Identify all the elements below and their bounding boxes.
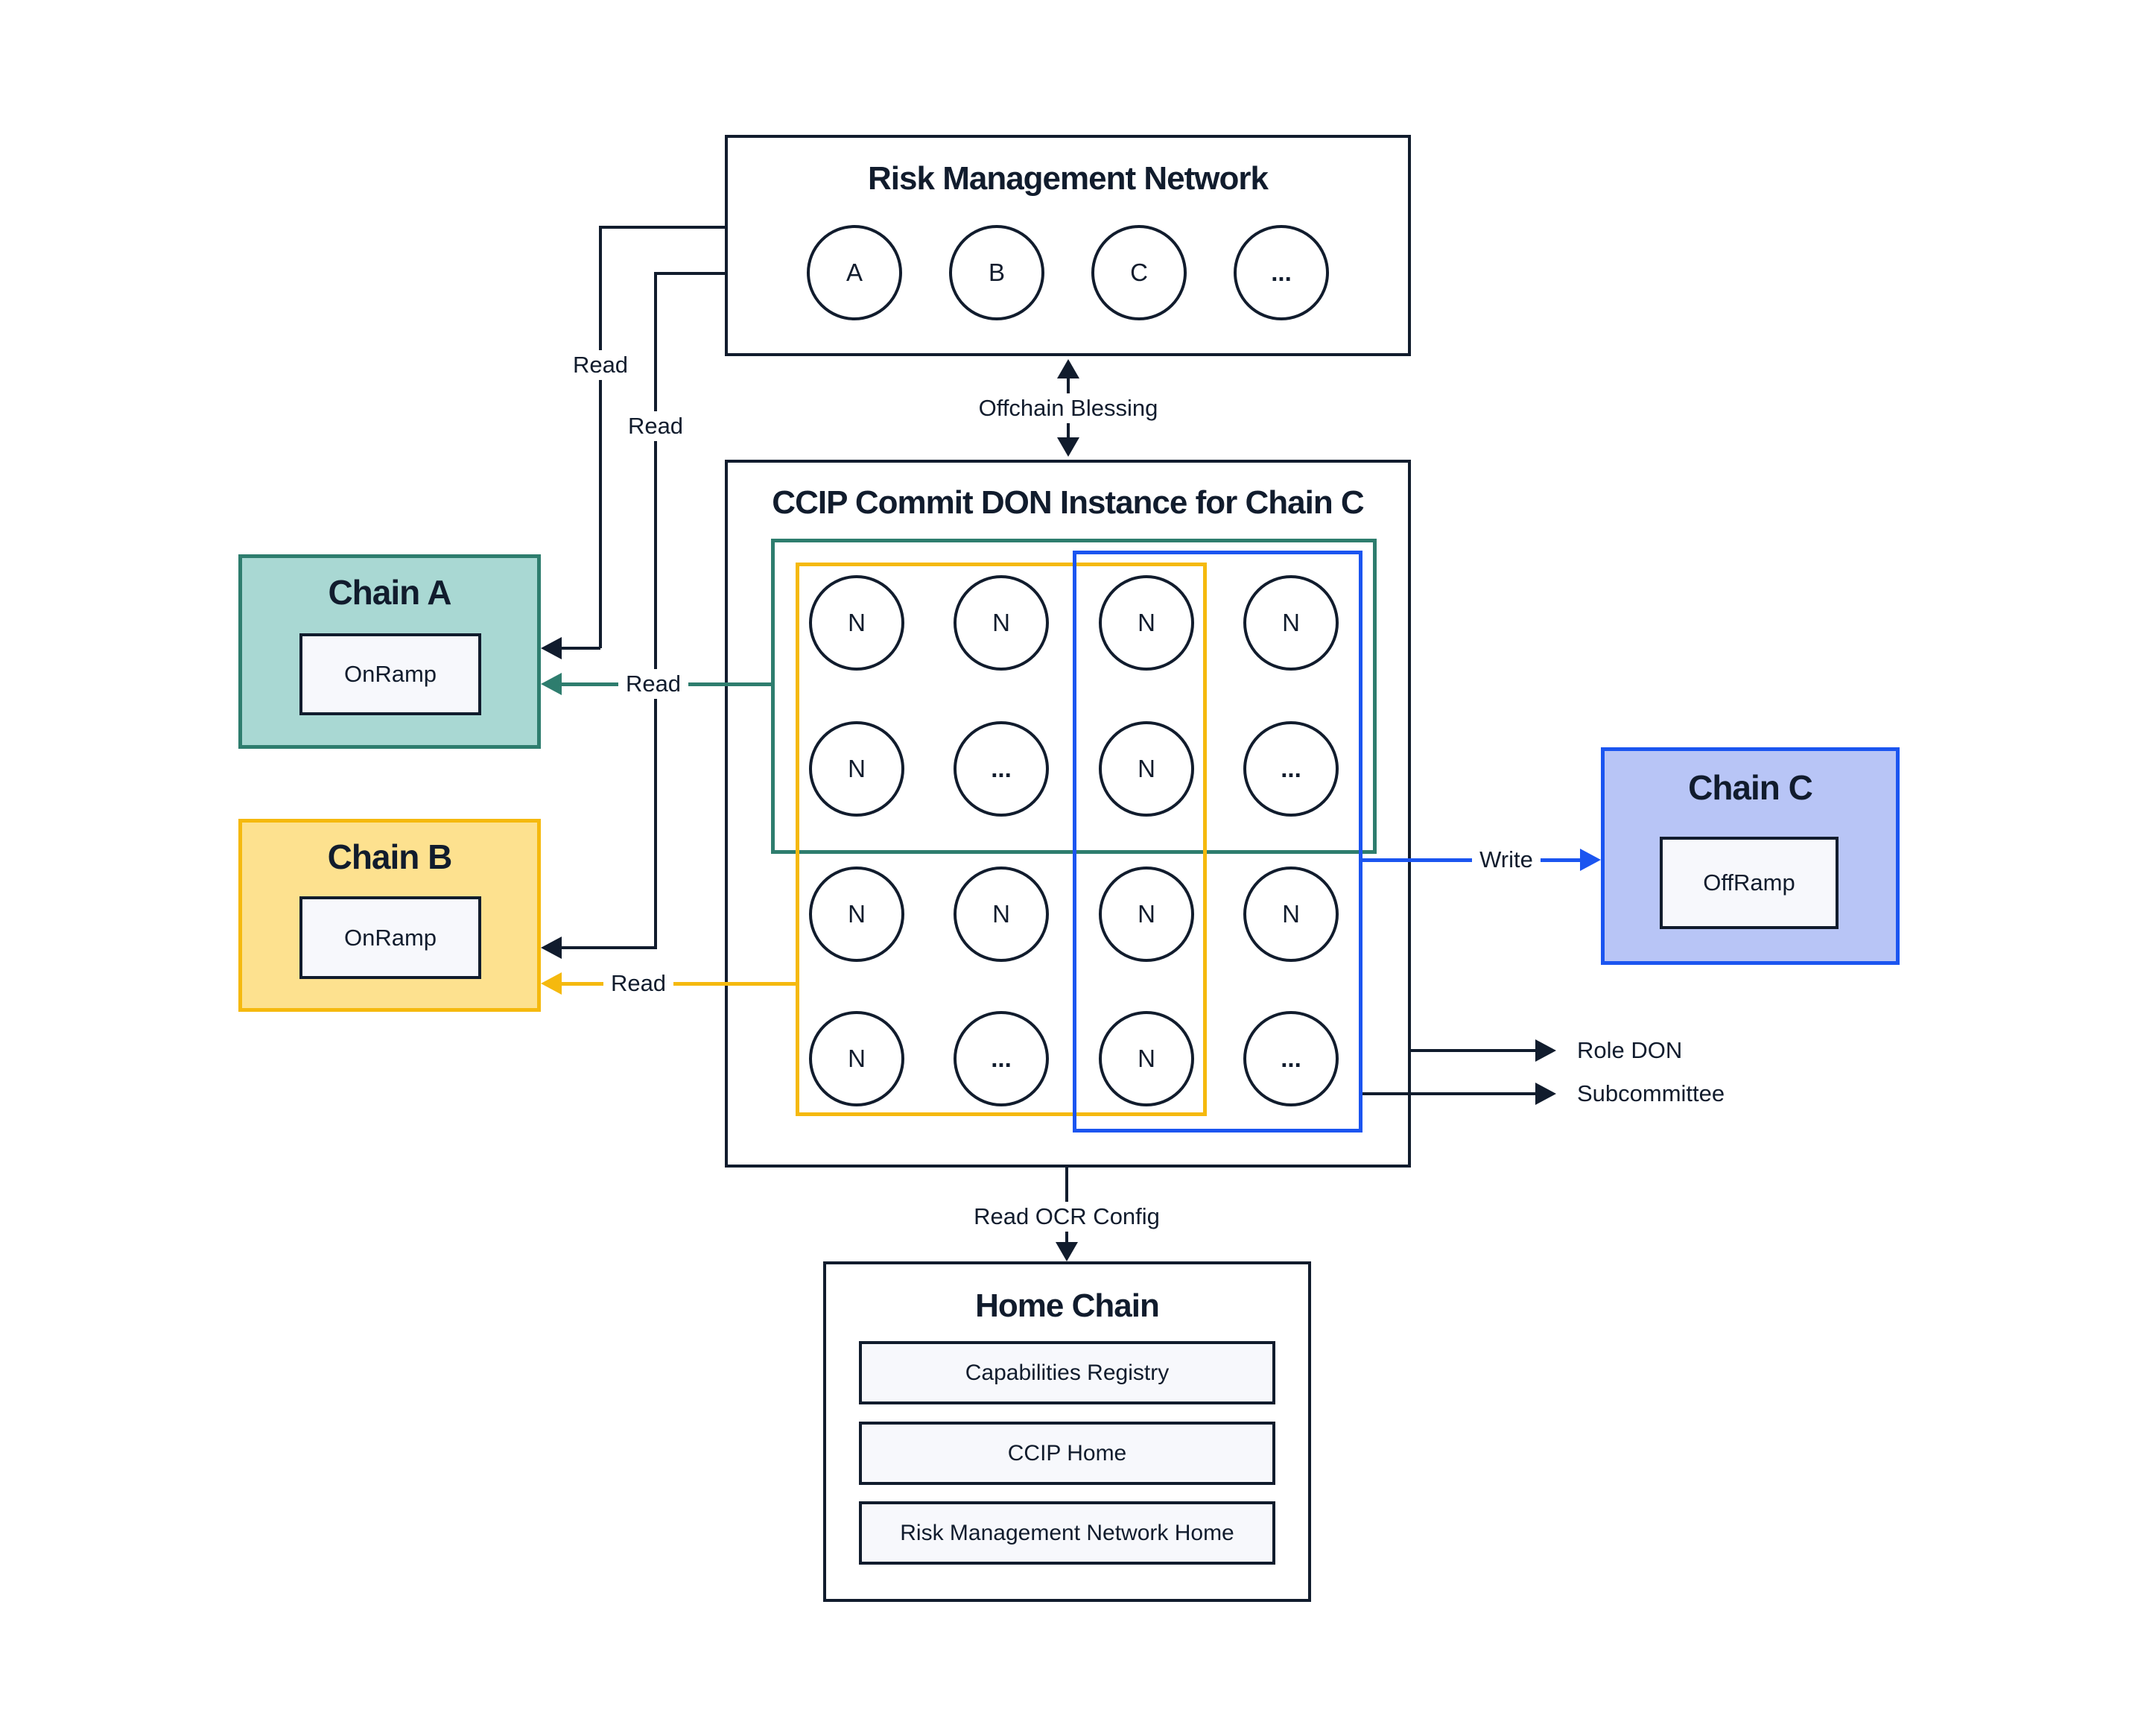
subcommittee-line xyxy=(1362,1092,1535,1095)
don-node-circle: N xyxy=(809,575,904,671)
don-node-label: N xyxy=(992,900,1010,928)
capabilities-registry-label: Capabilities Registry xyxy=(965,1360,1170,1385)
don-node-label: N xyxy=(848,1045,866,1072)
chain-c-title: Chain C xyxy=(1688,768,1813,807)
don-node-circle: ... xyxy=(954,1011,1049,1106)
rmn-node-circle: C xyxy=(1091,225,1187,320)
arrow-down-icon xyxy=(1057,437,1079,457)
read-rmn-to-a-line xyxy=(600,226,725,229)
write-label: Write xyxy=(1432,842,1581,878)
chain-a-onramp-label: OnRamp xyxy=(343,661,437,687)
don-node-label: N xyxy=(848,755,866,782)
subcommittee-label: Subcommittee xyxy=(1577,1080,1725,1106)
risk-management-network-home-label: Risk Management Network Home xyxy=(900,1520,1234,1545)
read-rmn-to-a-line xyxy=(559,647,600,650)
rmn-node-circle: A xyxy=(807,225,902,320)
arrow-right-icon xyxy=(1580,849,1601,871)
capabilities-registry-box: Capabilities Registry xyxy=(859,1341,1275,1404)
role-don-line xyxy=(1411,1049,1535,1052)
arrow-left-icon xyxy=(541,637,562,659)
don-node-label: ... xyxy=(1281,1045,1301,1072)
don-node-circle: N xyxy=(1243,575,1339,671)
don-node-label: ... xyxy=(991,1045,1012,1072)
ccip-home-label: CCIP Home xyxy=(1007,1440,1127,1466)
don-node-circle: N xyxy=(1099,575,1194,671)
rmn-node-label: B xyxy=(988,259,1005,286)
don-node-label: N xyxy=(848,609,866,636)
don-node-label: N xyxy=(1138,1045,1155,1072)
don-node-label: N xyxy=(1282,609,1300,636)
don-node-label: N xyxy=(1138,900,1155,928)
read-rmn-to-b-line xyxy=(656,272,725,275)
arrow-left-icon xyxy=(541,972,562,995)
offchain-blessing-label: Offchain Blessing xyxy=(919,390,1217,426)
read-rmn-to-a-line xyxy=(599,226,602,648)
risk-management-network-title: Risk Management Network xyxy=(868,160,1269,197)
chain-b-onramp-label: OnRamp xyxy=(343,924,437,951)
arrow-left-icon xyxy=(541,937,562,959)
don-node-circle: ... xyxy=(1243,721,1339,817)
ccip-home-box: CCIP Home xyxy=(859,1422,1275,1485)
rmn-node-circle: B xyxy=(949,225,1044,320)
rmn-node-label: A xyxy=(846,259,863,286)
arrow-right-icon xyxy=(1535,1039,1556,1062)
chain-a-title: Chain A xyxy=(328,573,451,612)
don-node-circle: N xyxy=(954,575,1049,671)
yellow-subcommittee-rect xyxy=(796,563,1207,1116)
don-node-label: N xyxy=(1138,609,1155,636)
role-don-label: Role DON xyxy=(1577,1037,1683,1063)
don-node-circle: ... xyxy=(954,721,1049,817)
arrow-left-icon xyxy=(541,673,562,695)
don-node-circle: N xyxy=(809,1011,904,1106)
read-rmn-to-b-line xyxy=(654,272,657,949)
risk-management-network-home-box: Risk Management Network Home xyxy=(859,1501,1275,1565)
arrow-right-icon xyxy=(1535,1083,1556,1105)
write-don-to-c-line xyxy=(1362,858,1580,862)
blue-subcommittee-rect xyxy=(1073,551,1362,1132)
read-don-to-a-label: Read xyxy=(579,666,728,702)
read-rmn-to-b-line xyxy=(559,946,656,949)
don-node-circle: N xyxy=(954,867,1049,962)
don-node-circle: N xyxy=(1243,867,1339,962)
don-node-label: N xyxy=(1138,755,1155,782)
rmn-node-label: C xyxy=(1130,259,1148,286)
home-chain-title: Home Chain xyxy=(975,1287,1160,1324)
ccip-commit-don-title: CCIP Commit DON Instance for Chain C xyxy=(772,484,1364,521)
don-node-circle: ... xyxy=(1243,1011,1339,1106)
read-don-to-b-line xyxy=(559,982,796,986)
rmn-node-circle: ... xyxy=(1234,225,1329,320)
rmn-node-label: ... xyxy=(1271,259,1292,286)
read-rmn-to-a-label: Read xyxy=(526,347,675,383)
don-node-circle: N xyxy=(1099,867,1194,962)
don-node-label: N xyxy=(848,900,866,928)
chain-b-onramp-box: OnRamp xyxy=(299,896,481,979)
chain-a-onramp-box: OnRamp xyxy=(299,633,481,715)
arrow-up-icon xyxy=(1057,359,1079,378)
don-node-circle: N xyxy=(1099,1011,1194,1106)
chain-b-title: Chain B xyxy=(327,837,453,876)
don-node-circle: N xyxy=(1099,721,1194,817)
don-node-circle: N xyxy=(809,867,904,962)
read-don-to-b-label: Read xyxy=(564,966,713,1001)
read-ocr-config-label: Read OCR Config xyxy=(918,1199,1216,1235)
don-node-label: ... xyxy=(1281,755,1301,782)
don-node-label: ... xyxy=(991,755,1012,782)
don-node-label: N xyxy=(1282,900,1300,928)
chain-c-offramp-box: OffRamp xyxy=(1660,837,1839,929)
don-node-circle: N xyxy=(809,721,904,817)
chain-c-offramp-label: OffRamp xyxy=(1703,869,1795,896)
read-rmn-to-b-label: Read xyxy=(581,408,730,444)
arrow-down-icon xyxy=(1056,1242,1078,1261)
don-node-label: N xyxy=(992,609,1010,636)
